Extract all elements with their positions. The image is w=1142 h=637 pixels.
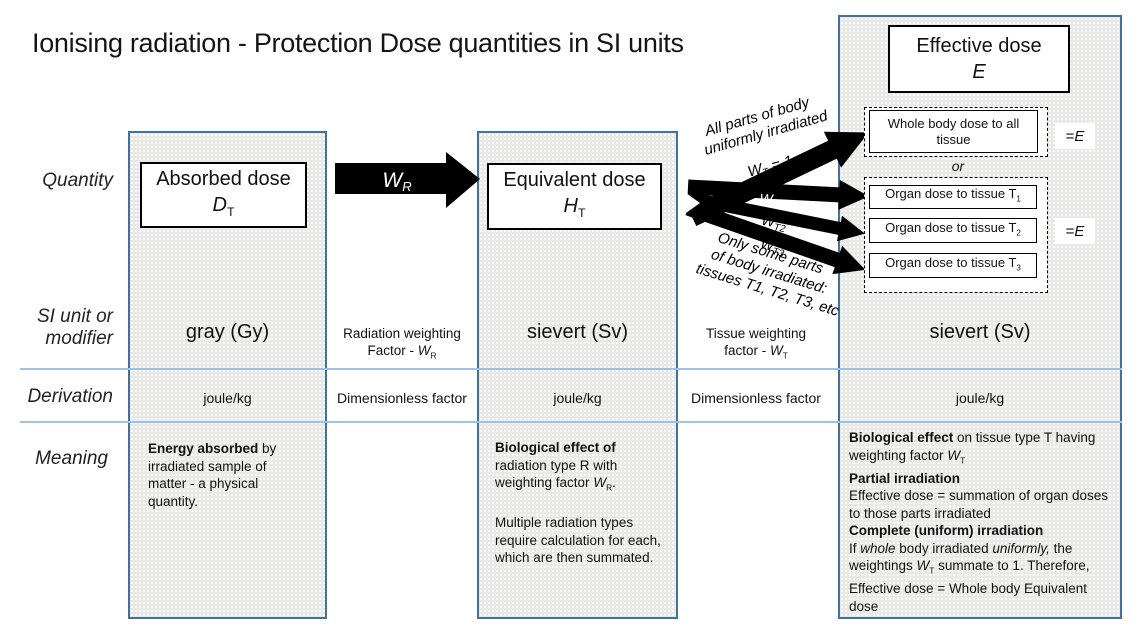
whole-body-dashed-box: Whole body dose to all tissue	[864, 107, 1048, 157]
organ-dose-t3-box: Organ dose to tissue T3	[869, 253, 1037, 278]
label-wt1: WT1	[759, 190, 785, 210]
row-label-derivation: Derivation	[27, 386, 113, 407]
page-title: Ionising radiation - Protection Dose qua…	[32, 28, 684, 58]
si-unit-equivalent: sievert (Sv)	[526, 321, 629, 343]
effective-dose-name: Effective dose	[916, 35, 1042, 57]
label-wt3: WT3	[758, 235, 787, 260]
arrow-tissue2	[686, 191, 865, 242]
equivalent-dose-name: Equivalent dose	[503, 169, 646, 191]
arrow-tissue3	[685, 200, 866, 275]
absorbed-dose-box: Absorbed dose DT	[140, 162, 307, 228]
wr-arrow-label: WR	[382, 169, 411, 194]
organ-doses-dashed-box: Organ dose to tissue T1 Organ dose to ti…	[864, 177, 1048, 293]
derivation-equivalent: joule/kg	[553, 390, 602, 406]
meaning-equivalent: Biological effect of radiation type R wi…	[495, 440, 661, 566]
effective-dose-symbol: E	[972, 61, 986, 83]
arrow-tissue1	[687, 179, 869, 210]
row-divider-bottom	[20, 421, 1122, 423]
derivation-effective: joule/kg	[955, 390, 1005, 406]
derivation-tissue-factor: Dimensionless factor	[691, 390, 821, 406]
derivation-absorbed: joule/kg	[203, 390, 252, 406]
organ-dose-t2-box: Organ dose to tissue T2	[869, 218, 1037, 243]
organ-dose-t1-box: Organ dose to tissue T1	[869, 185, 1037, 209]
absorbed-dose-name: Absorbed dose	[156, 167, 291, 190]
equivalent-dose-symbol: HT	[563, 195, 586, 220]
label-wt-equals-1: WT = 1	[746, 152, 795, 182]
or-label: or	[951, 158, 965, 174]
arrow-tail-notch	[686, 193, 700, 213]
equals-e-top: = E	[1055, 123, 1095, 149]
si-unit-absorbed: gray (Gy)	[185, 321, 270, 343]
meaning-absorbed: Energy absorbed by irradiated sample of …	[148, 441, 277, 509]
si-unit-effective: sievert (Sv)	[929, 321, 1031, 343]
radiation-weighting-note: Radiation weighting Factor - WR	[343, 326, 461, 361]
meaning-effective: Biological effect on tissue type T havin…	[849, 430, 1109, 614]
label-wt2: WT2	[760, 212, 788, 235]
row-label-si-unit: SI unit or modifier	[36, 306, 113, 349]
whole-body-box: Whole body dose to all tissue	[869, 110, 1038, 153]
row-label-quantity: Quantity	[42, 170, 113, 191]
equals-e-bottom: = E	[1055, 218, 1095, 244]
row-label-meaning: Meaning	[35, 448, 108, 469]
row-divider-top	[20, 368, 1122, 370]
absorbed-dose-symbol: DT	[212, 193, 235, 219]
fan-arrows: All parts of body uniformly irradiated W…	[685, 95, 869, 320]
equivalent-dose-box: Equivalent dose HT	[487, 163, 662, 230]
wr-arrow: WR	[335, 152, 480, 208]
effective-dose-box: Effective dose E	[888, 25, 1070, 93]
derivation-radiation-factor: Dimensionless factor	[337, 390, 467, 406]
tissue-weighting-note: Tissue weighting factor - WT	[705, 326, 807, 361]
